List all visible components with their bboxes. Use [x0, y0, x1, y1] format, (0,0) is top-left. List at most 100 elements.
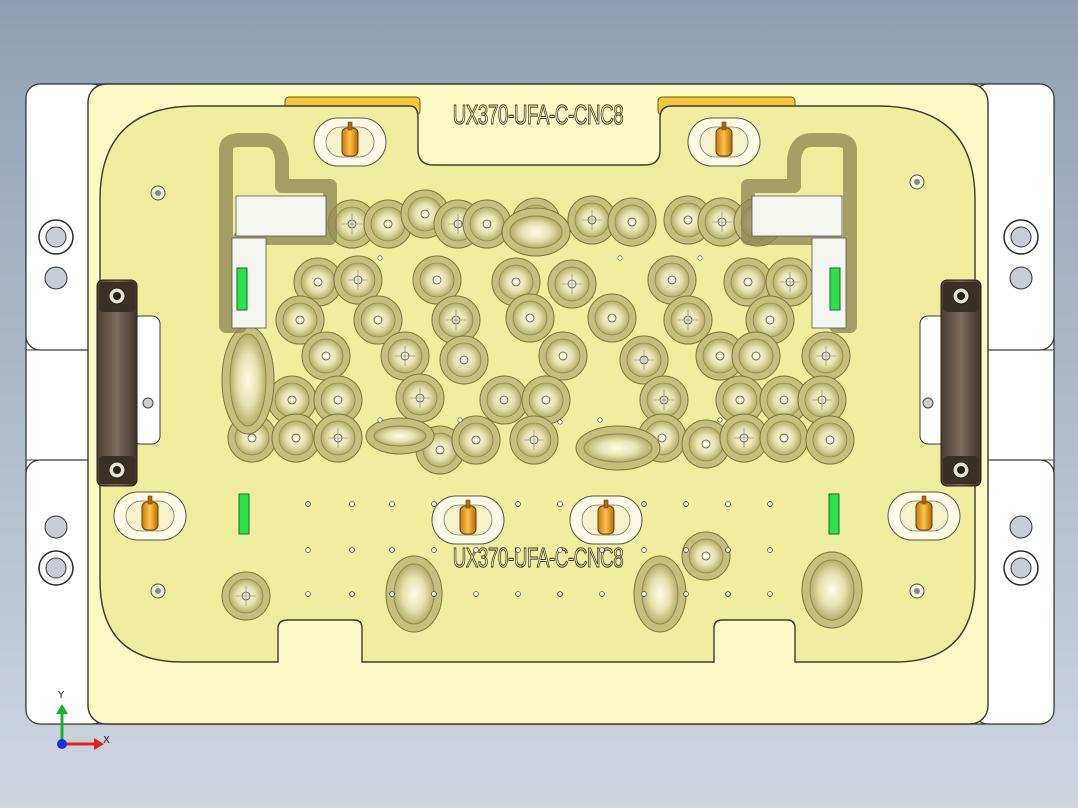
vacuum-hole — [349, 591, 355, 597]
vacuum-hole — [349, 547, 355, 553]
pocket — [647, 255, 697, 305]
pocket — [505, 293, 555, 343]
locator-pin-icon[interactable] — [113, 491, 187, 541]
vacuum-hole — [683, 501, 689, 507]
pocket — [313, 413, 363, 463]
vacuum-hole — [377, 255, 383, 261]
vacuum-hole — [305, 591, 311, 597]
vacuum-hole — [641, 591, 647, 597]
vacuum-hole — [389, 501, 395, 507]
pocket — [333, 255, 383, 305]
pocket — [723, 257, 773, 307]
vacuum-hole — [431, 547, 437, 553]
vacuum-hole — [697, 255, 703, 261]
pocket — [681, 531, 731, 581]
vacuum-hole — [599, 591, 605, 597]
vacuum-holes — [305, 255, 773, 597]
vacuum-hole — [617, 255, 623, 261]
handle-icon[interactable] — [96, 279, 982, 487]
pocket — [521, 375, 571, 425]
pocket — [765, 257, 815, 307]
nest-frame-left — [219, 133, 337, 333]
pocket — [719, 413, 769, 463]
vacuum-hole — [683, 591, 689, 597]
pocket — [639, 375, 689, 425]
locator-pin-icon[interactable] — [569, 495, 643, 545]
vacuum-hole — [305, 547, 311, 553]
pocket-cluster — [221, 189, 863, 633]
vacuum-hole — [725, 547, 731, 553]
vacuum-hole — [683, 547, 689, 553]
vacuum-hole — [725, 501, 731, 507]
pocket — [479, 375, 529, 425]
slot-pocket — [501, 207, 571, 257]
pocket — [695, 331, 745, 381]
vacuum-hole — [515, 591, 521, 597]
pocket — [697, 197, 747, 247]
pocket — [607, 197, 657, 247]
pocket — [439, 335, 489, 385]
locator-pin-icon[interactable] — [687, 117, 761, 167]
pocket — [509, 415, 559, 465]
pocket — [797, 375, 847, 425]
vacuum-hole — [457, 417, 463, 423]
pocket — [547, 259, 597, 309]
vacuum-hole — [557, 501, 563, 507]
part-label-bottom: UX370-UFA-C-CNC8 — [453, 542, 624, 572]
pocket — [587, 293, 637, 343]
pocket — [567, 195, 617, 245]
vacuum-hole — [431, 591, 437, 597]
vacuum-hole — [389, 591, 395, 597]
vacuum-hole — [473, 547, 479, 553]
pocket — [380, 331, 430, 381]
part-label-top: UX370-UFA-C-CNC8 — [453, 99, 624, 129]
mount-holes — [38, 219, 1039, 586]
axis-y-label: Y — [57, 690, 65, 701]
slot-pocket — [221, 325, 275, 435]
vacuum-hole — [557, 547, 563, 553]
pocket — [353, 295, 403, 345]
pocket — [805, 415, 855, 465]
pocket — [538, 331, 588, 381]
vacuum-hole — [717, 417, 723, 423]
locator-pin-icon[interactable] — [887, 491, 961, 541]
vacuum-hole — [641, 501, 647, 507]
locator-pin-icon[interactable] — [313, 117, 387, 167]
pocket — [327, 199, 377, 249]
slot-pocket — [385, 555, 443, 633]
pocket — [759, 375, 809, 425]
pocket — [431, 295, 481, 345]
pocket — [412, 255, 462, 305]
pocket — [271, 413, 321, 463]
coordinate-triad-icon[interactable]: Y X — [56, 690, 110, 750]
slot-pocket — [365, 417, 435, 455]
pocket — [681, 419, 731, 469]
vacuum-hole — [767, 501, 773, 507]
vacuum-hole — [641, 547, 647, 553]
locator-pin-icon[interactable] — [431, 495, 505, 545]
vacuum-hole — [389, 547, 395, 553]
corner-screws — [150, 174, 925, 599]
vacuum-hole — [431, 501, 437, 507]
pocket — [293, 257, 343, 307]
pocket — [759, 413, 809, 463]
slot-pocket — [801, 551, 863, 629]
vacuum-hole — [599, 547, 605, 553]
pocket — [275, 295, 325, 345]
sensor-indicators — [236, 267, 841, 535]
vacuum-hole — [557, 419, 563, 425]
locator-pins[interactable] — [113, 117, 961, 545]
pocket — [462, 199, 512, 249]
pocket — [221, 571, 271, 621]
vacuum-hole — [305, 501, 311, 507]
vacuum-hole — [349, 501, 355, 507]
pocket — [801, 331, 851, 381]
vacuum-hole — [473, 591, 479, 597]
slot-pocket — [575, 425, 661, 471]
pocket — [451, 415, 501, 465]
pocket — [731, 331, 781, 381]
vacuum-hole — [515, 501, 521, 507]
pocket — [663, 295, 713, 345]
